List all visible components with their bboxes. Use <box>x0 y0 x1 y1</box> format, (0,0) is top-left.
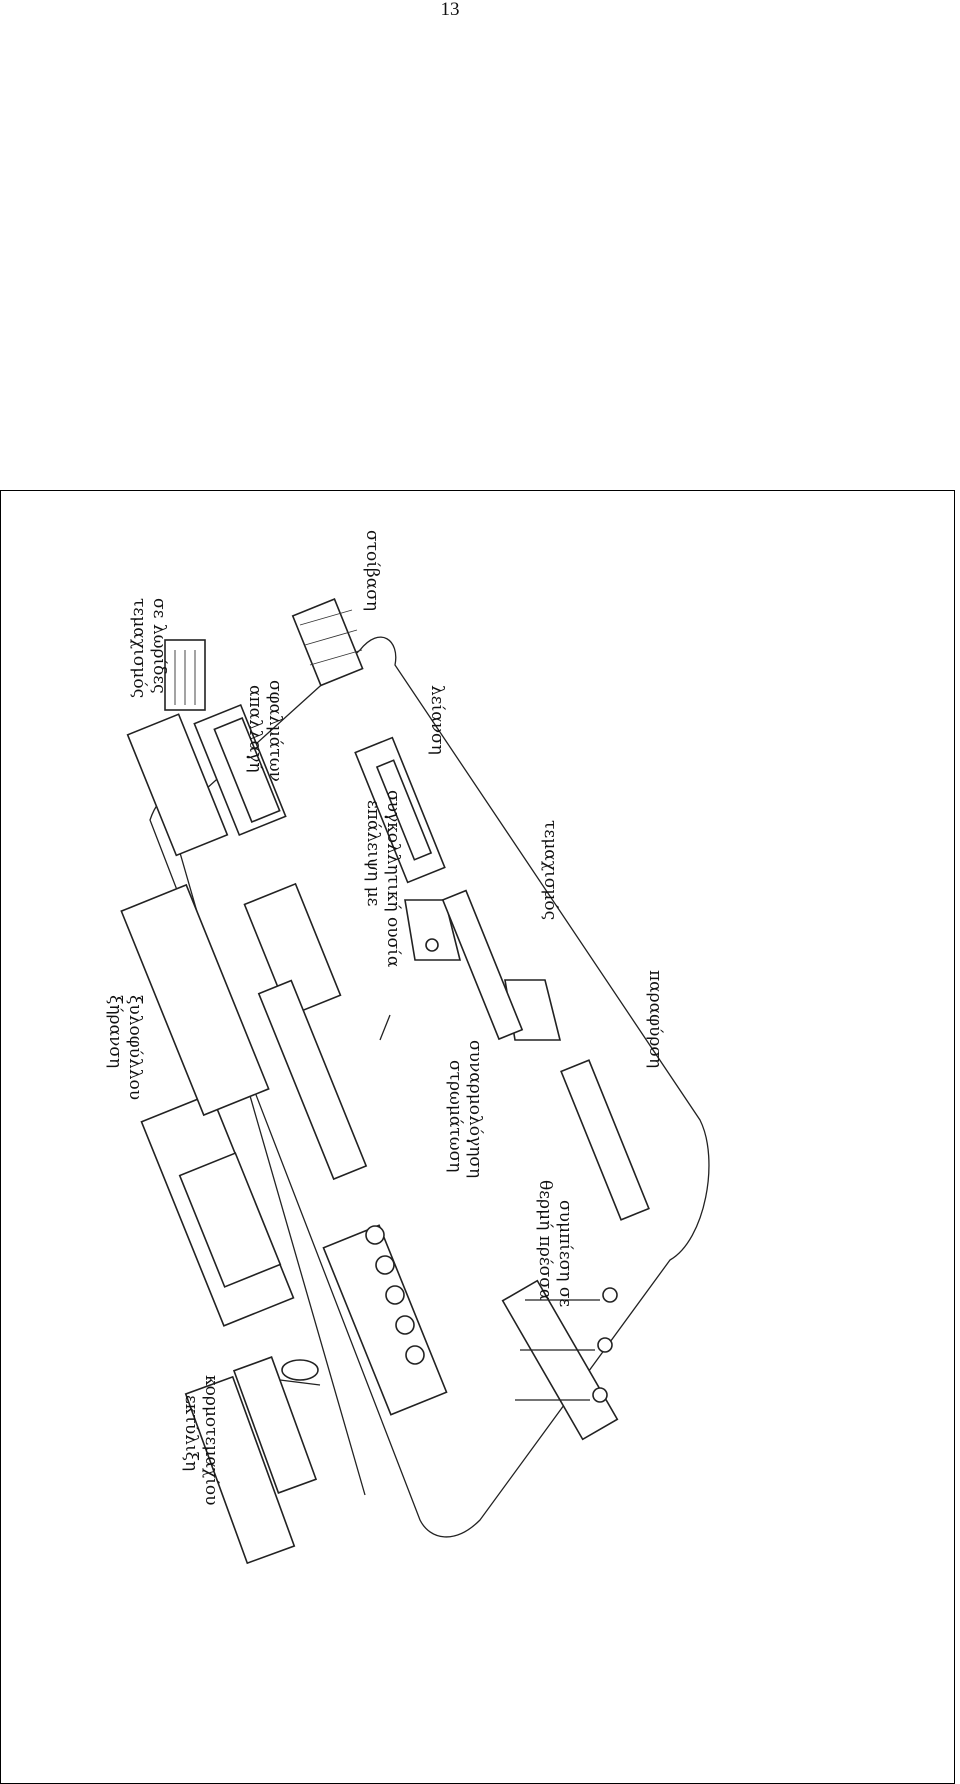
label-stacking-assembly-1: στρωμάτωση <box>445 1060 465 1172</box>
label-stacking-assembly-2: συναρμολόγηση <box>465 1040 485 1178</box>
trimming-station <box>404 889 650 1221</box>
pointer-line <box>379 1014 391 1041</box>
label-sanding: λείανση <box>427 685 447 755</box>
defect-remover <box>193 703 287 837</box>
hot-press <box>501 1279 619 1441</box>
label-hot-press-1: θερμή πρέσσα <box>535 1180 555 1301</box>
label-stacking: στοίβαση <box>362 530 382 611</box>
label-glue-2: συγκολλητική ουσία <box>383 790 403 968</box>
glue-applicator <box>243 882 368 1181</box>
label-defect-removal-1: απαλλαγή <box>245 685 265 773</box>
label-peeling-1: εκτύλιξη <box>181 1395 201 1471</box>
strip-cutter <box>126 639 229 857</box>
label-trimming: παραφύρση <box>645 970 665 1068</box>
label-hot-press-2: συμπίεση σε <box>555 1200 575 1307</box>
label-cutting: τεμαχισμός <box>540 820 560 920</box>
peeling-roller <box>184 1356 321 1565</box>
board-stack <box>291 598 364 687</box>
label-cutting-strips-2: σε λωρίδες <box>149 598 169 694</box>
page-number: 13 <box>440 0 460 20</box>
drying-sheets <box>120 883 295 1327</box>
label-cutting-strips-1: τεμαχισμός <box>129 598 149 698</box>
label-glue-1: επάλειψη με <box>363 800 383 907</box>
label-drying-1: ξήρανση <box>105 995 125 1068</box>
label-peeling-2: κορμοτεμαχίου <box>201 1375 221 1505</box>
label-drying-2: ξυλοφύλλου <box>125 995 145 1100</box>
assembly-stack <box>322 1224 448 1416</box>
label-defect-removal-2: σφαλμάτων <box>265 680 285 782</box>
sanding-station <box>354 736 446 884</box>
